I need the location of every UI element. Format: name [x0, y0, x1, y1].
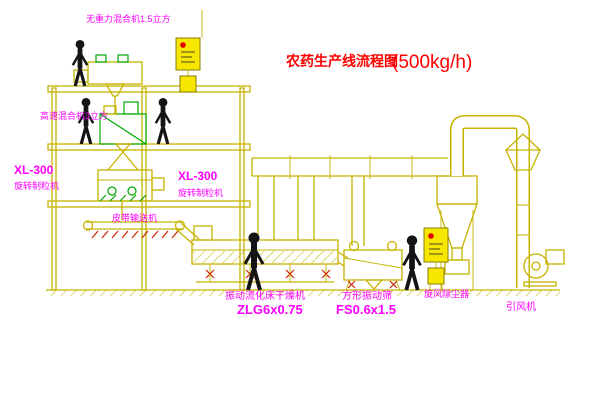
- label-dryer-model: ZLG6x0.75: [237, 302, 303, 317]
- exhaust-ducting: [251, 155, 448, 246]
- fluid-bed-dryer: [191, 225, 349, 283]
- worker-figure: [73, 40, 87, 86]
- belt-conveyor: [82, 220, 200, 246]
- label-belt-conveyor: 皮带输送机: [112, 212, 157, 223]
- label-granulator-mid-model: XL-300: [178, 169, 218, 183]
- ground-line: [46, 289, 560, 296]
- high-speed-mixer: [99, 101, 147, 171]
- label-screen-name: 方形振动筛: [342, 289, 392, 302]
- title-capacity: (500kg/h): [392, 52, 472, 73]
- label-high-speed-mixer: 高速混合机3立方: [40, 110, 108, 121]
- label-granulator-left-name: 旋转制粒机: [14, 180, 59, 191]
- granulator: [97, 169, 165, 220]
- control-panel-screen: [423, 227, 449, 290]
- label-dryer-name: 振动流化床干燥机: [225, 289, 305, 302]
- label-gravity-mixer: 无重力混合机1.5立方: [86, 13, 171, 24]
- vibrating-screen: [343, 240, 403, 291]
- control-panel-top: [175, 10, 203, 93]
- worker-figure: [156, 98, 170, 144]
- label-fan: 引风机: [506, 300, 536, 313]
- worker-figure: [79, 98, 93, 144]
- title-text: 农药生产线流程图: [285, 53, 398, 69]
- label-screen-model: FS0.6x1.5: [336, 302, 396, 317]
- label-granulator-mid-name: 旋转制粒机: [178, 187, 223, 198]
- label-cyclone: 旋风除尘器: [424, 288, 469, 299]
- worker-figure: [403, 235, 420, 290]
- equipment-labels: 无重力混合机1.5立方 高速混合机3立方 XL-300 旋转制粒机 XL-300…: [14, 13, 536, 317]
- exhaust-stack: [450, 115, 542, 288]
- diagram-title: 农药生产线流程图 (500kg/h): [285, 52, 472, 73]
- label-granulator-left-model: XL-300: [14, 163, 54, 177]
- induced-draft-fan: [523, 249, 565, 287]
